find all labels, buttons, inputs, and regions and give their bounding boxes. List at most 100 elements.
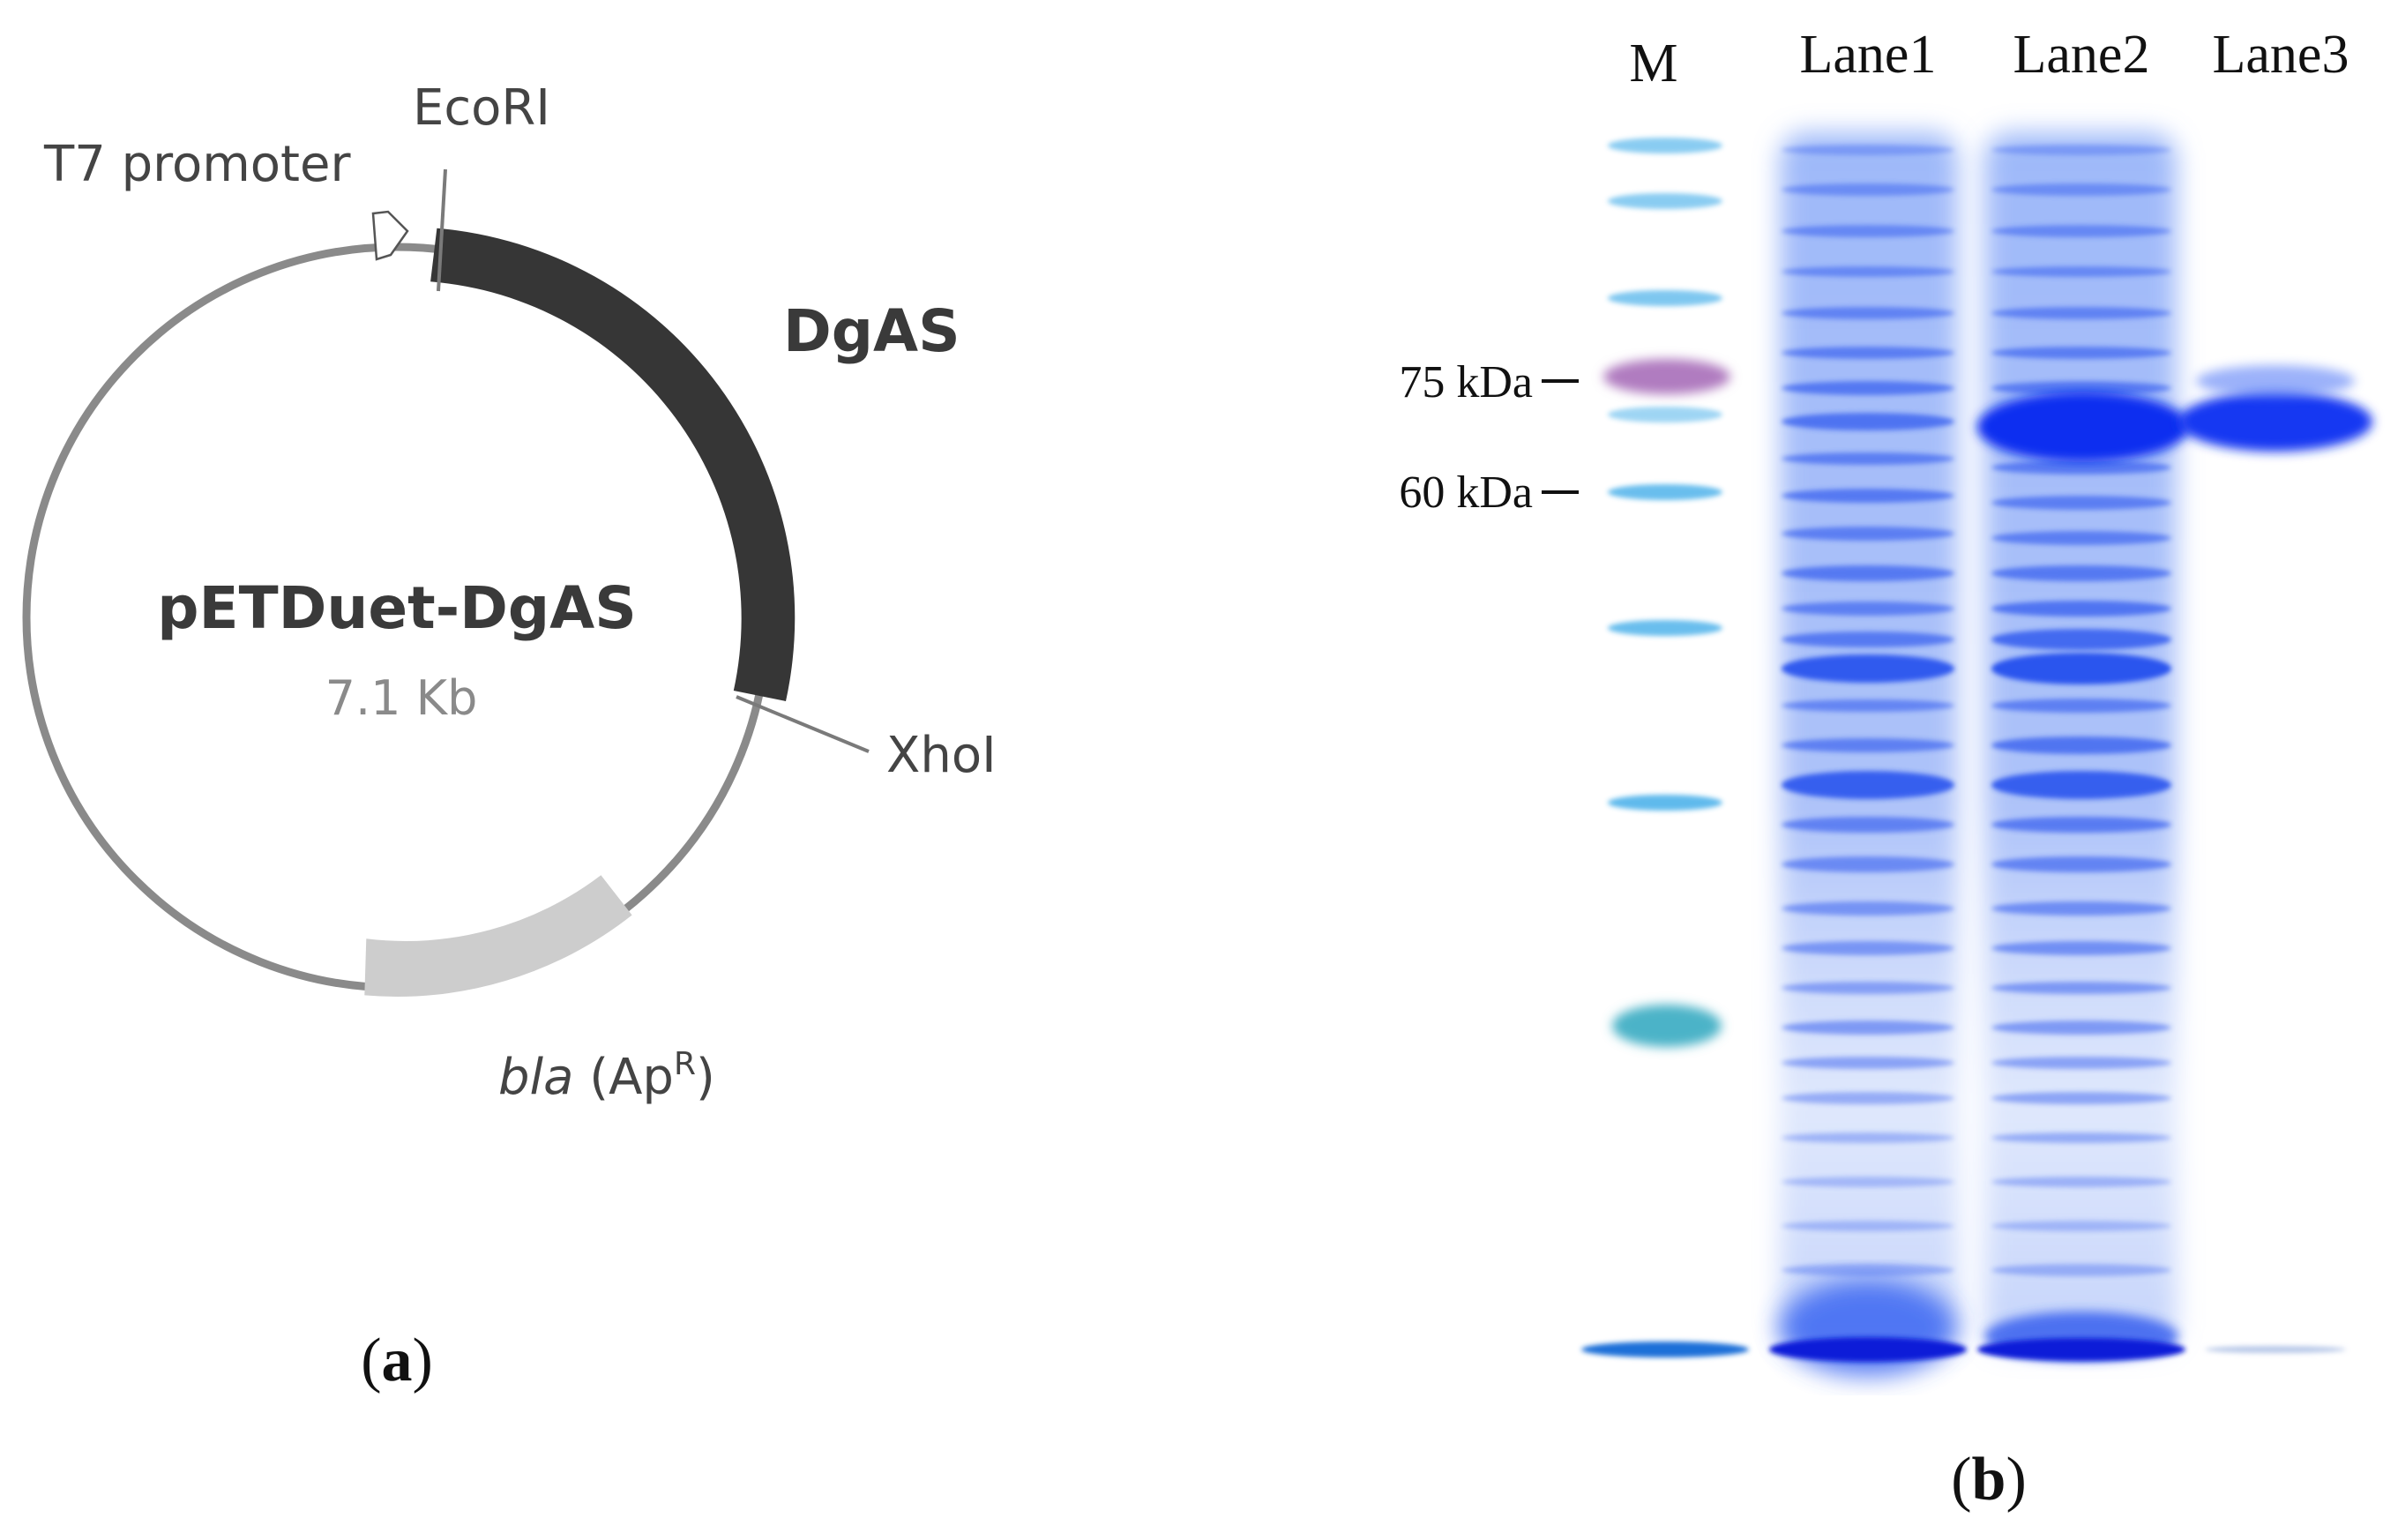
lane2-band [1991,1133,2171,1143]
apr-superscript: R [674,1046,696,1082]
lane1-band [1782,307,1954,319]
lane1-bands [1782,145,1954,1276]
marker-lane-bands [1608,138,1722,811]
lane1-band [1782,1092,1954,1104]
marker-band [1608,193,1722,209]
lane2-band [1991,531,2171,545]
lane3-label: Lane3 [2213,25,2349,85]
marker-band [1608,138,1722,153]
lane1-band [1782,225,1954,237]
panel-b-letter: b [1972,1446,2006,1514]
lane1-band [1782,381,1954,395]
lane1-band [1782,602,1954,616]
marker-band [1608,290,1722,306]
bla-label: bla (ApR) [498,1046,715,1106]
lane2-dye-front [1977,1338,2185,1361]
lane2-band [1991,381,2171,395]
lane1-band [1782,817,1954,833]
marker-band [1608,795,1722,811]
lane2-band [1991,629,2171,650]
lane2-band [1991,699,2171,713]
panel-b-open: ( [1951,1446,1971,1514]
lane2-band [1991,736,2171,754]
xhoi-label: XhoI [886,727,997,784]
bla-gene-name: bla [498,1049,573,1106]
lane1-band [1782,699,1954,712]
apr-open: (Ap [573,1049,674,1106]
lane2-band [1991,1264,2171,1276]
lane2-band [1991,901,2171,916]
plasmid-map: T7 promoter EcoRI XhoI DgAS pETDuet-DgAS… [22,79,997,1106]
lane2-band [1991,653,2171,684]
lane1-band [1782,771,1954,799]
lane2-band [1991,183,2171,196]
lane2-band [1991,266,2171,277]
lane3-target-band [2178,392,2372,452]
xhoi-site-line [736,695,870,753]
lane2-band [1991,347,2171,359]
lane1-dye-front [1769,1337,1967,1362]
marker-band [1608,484,1722,500]
lane3-band-upper [2196,365,2355,397]
dgas-label: DgAS [783,297,960,365]
lane2-band [1991,225,2171,237]
lane1-band [1782,347,1954,359]
marker-75kda-label: 75 kDa [1399,357,1533,407]
panel-a-letter: a [382,1327,413,1394]
lane2-band [1991,941,2171,955]
panel-a-open: ( [361,1327,381,1394]
lane1-band [1782,1057,1954,1069]
marker-pink-band [1603,359,1730,394]
lane2-band [1991,1221,2171,1231]
sds-page-gel: 75 kDa 60 kDa M Lane1 Lane2 Lane3 [1399,25,2372,1376]
lane2-label: Lane2 [2013,25,2150,85]
lane3-dye-front [2205,1346,2346,1353]
marker-lane-label: M [1629,34,1677,93]
lane1-band [1782,489,1954,503]
bla-marker-arc [364,875,632,997]
lane1-band [1782,266,1954,277]
lane1-band [1782,1264,1954,1276]
lane2-band [1991,1057,2171,1069]
ecori-site-line [437,168,447,292]
lane2-band [1991,601,2171,617]
t7-promoter-arrow [371,210,409,261]
lane2-bands [1991,145,2171,1276]
lane2-target-band [1977,392,2189,462]
lane1-band [1782,856,1954,872]
panel-a-label: (a) [361,1327,433,1394]
t7-promoter-label: T7 promoter [43,136,351,193]
lane2-band [1991,145,2171,155]
lane1-band [1782,901,1954,916]
lane1-band [1782,565,1954,581]
lane2-band [1991,1020,2171,1035]
panel-b-label: (b) [1951,1446,2027,1514]
lane1-band [1782,1020,1954,1035]
lane1-band [1782,413,1954,430]
lane1-label: Lane1 [1800,25,1937,85]
marker-60kda-label: 60 kDa [1399,467,1533,518]
lane1-band [1782,632,1954,647]
lane2-band [1991,982,2171,994]
lane1-band [1782,982,1954,994]
plasmid-name: pETDuet-DgAS [157,574,636,642]
lane1-band [1782,654,1954,683]
lane1-band [1782,1177,1954,1187]
apr-close: ) [696,1049,715,1106]
lane1-band [1782,941,1954,955]
lane2-band [1991,496,2171,510]
panel-b-close: ) [2006,1446,2026,1514]
lane1-band [1782,1133,1954,1143]
lane1-band [1782,527,1954,541]
lane2-band [1991,460,2171,475]
marker-teal-band [1612,1005,1722,1047]
lane2-band [1991,307,2171,319]
lane2-band [1991,565,2171,581]
panel-a-close: ) [413,1327,433,1394]
dgas-insert-arc [430,228,796,701]
lane1-band [1782,452,1954,465]
lane2-band [1991,1092,2171,1104]
lane2-band [1991,856,2171,872]
lane2-band [1991,817,2171,833]
